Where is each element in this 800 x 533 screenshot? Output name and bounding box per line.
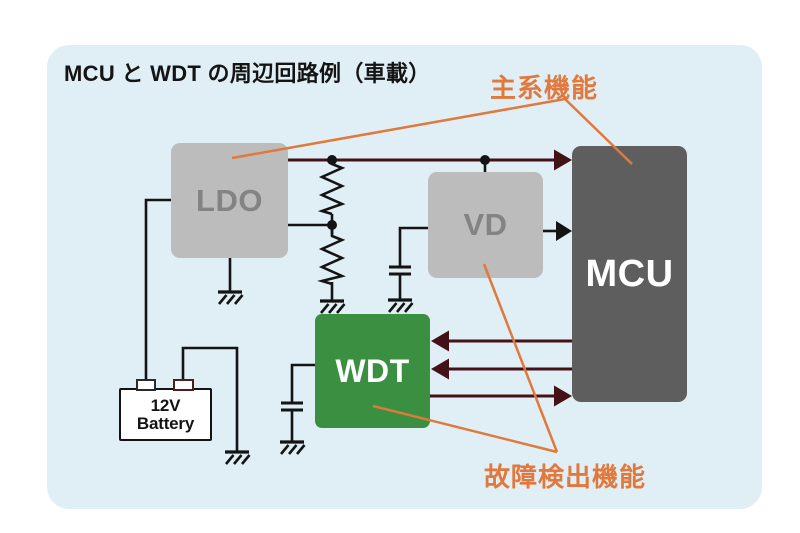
- annotation-fault-detection: 故障検出機能: [484, 462, 647, 492]
- mcu-block: MCU: [572, 146, 687, 402]
- wdt-block: WDT: [315, 314, 430, 428]
- battery-block: 12V Battery: [119, 388, 212, 441]
- ldo-label: LDO: [196, 182, 263, 218]
- battery-label-line2: Battery: [136, 413, 195, 433]
- page-title: MCU と WDT の周辺回路例（車載）: [64, 61, 431, 86]
- vd-block: VD: [428, 172, 543, 278]
- battery-label-line1: 12V: [150, 395, 181, 415]
- vd-label: VD: [463, 207, 508, 242]
- annotation-main-function: 主系機能: [490, 73, 599, 103]
- mcu-label: MCU: [585, 252, 674, 295]
- wdt-label: WDT: [335, 352, 410, 389]
- ldo-block: LDO: [171, 143, 288, 258]
